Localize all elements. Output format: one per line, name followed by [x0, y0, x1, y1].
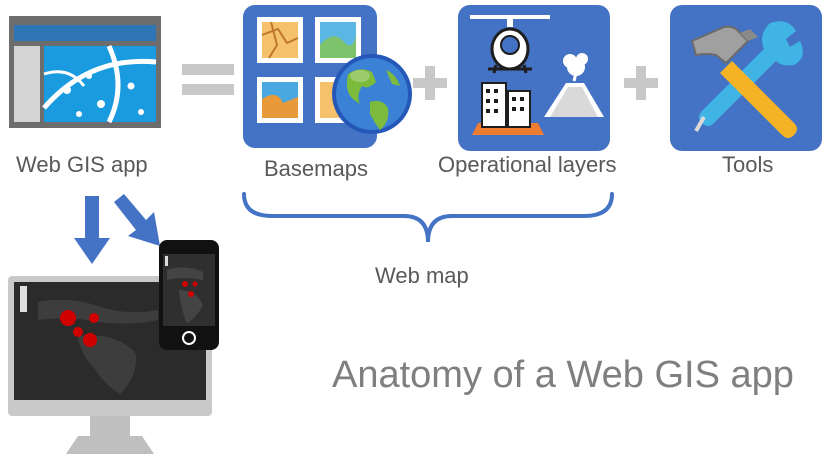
volcano-icon [544, 53, 604, 117]
tools-tile [670, 5, 822, 151]
equals-operator [182, 64, 234, 98]
operational-layers-label: Operational layers [438, 152, 617, 177]
plus-operator [413, 66, 447, 100]
helicopter-icon [470, 15, 550, 74]
web-map-label: Web map [375, 263, 469, 288]
city-icon [472, 82, 544, 135]
web-gis-app-label: Web GIS app [16, 152, 148, 177]
plus-operator [624, 66, 658, 100]
operational-layers-tile [458, 5, 610, 151]
down-arrow [72, 196, 112, 266]
diagram-title: Anatomy of a Web GIS app [332, 354, 794, 396]
web-map-brace [240, 190, 616, 260]
basemaps-label: Basemaps [264, 156, 368, 181]
web-app-window-icon [9, 16, 161, 128]
smartphone-icon [159, 240, 219, 350]
tools-label: Tools [722, 152, 774, 177]
diagonal-arrow [112, 192, 164, 250]
hammer-wrench-icon [690, 21, 803, 138]
globe-icon [330, 52, 414, 136]
